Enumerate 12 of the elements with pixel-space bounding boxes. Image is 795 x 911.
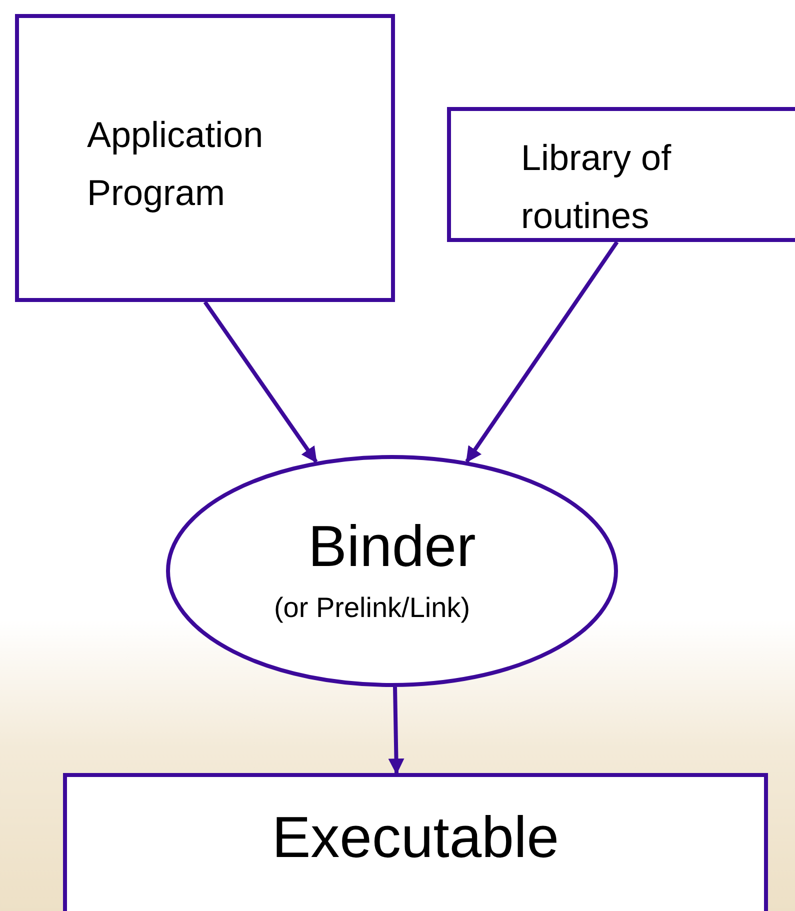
node-text: Application Program (87, 113, 264, 215)
process-box (15, 14, 395, 302)
node-text: (or Prelink/Link) (274, 591, 470, 625)
process-box (447, 107, 795, 242)
node-text: Library of routines (521, 136, 672, 238)
arrow (388, 686, 404, 775)
node-text: Executable (272, 804, 559, 872)
node-text: Binder (308, 513, 476, 582)
arrow (203, 300, 318, 464)
process-ellipse (166, 455, 618, 687)
process-box (63, 773, 768, 911)
arrow (465, 240, 619, 463)
